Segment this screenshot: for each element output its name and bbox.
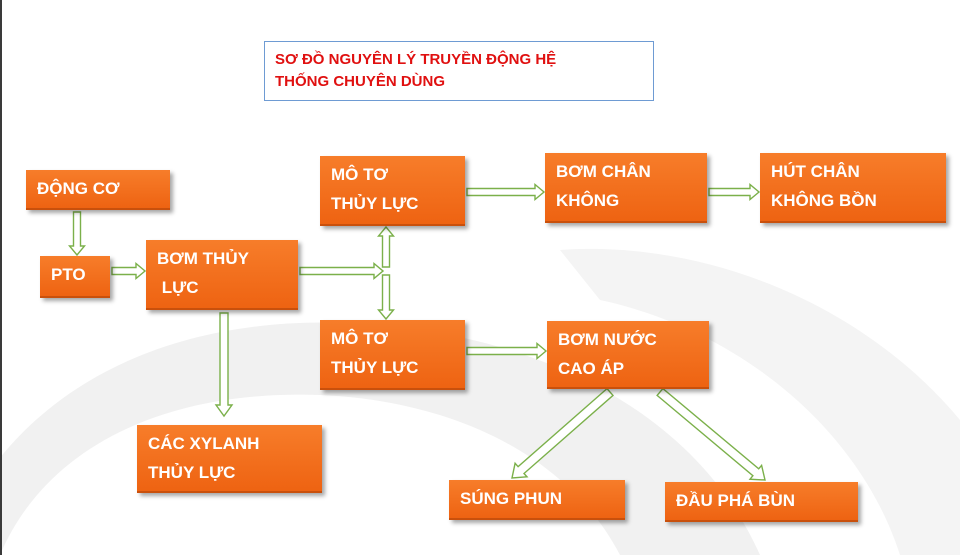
node-sung-phun: SÚNG PHUN — [449, 480, 625, 520]
node-hut-chan-khong-line-1: HÚT CHÂN — [771, 162, 860, 181]
node-mo-to-1: MÔ TƠ THỦY LỰC — [320, 156, 465, 226]
node-mo-to-2: MÔ TƠ THỦY LỰC — [320, 320, 465, 390]
arrow-mo-to-1-to-bom-chan-khong — [466, 183, 546, 201]
title-line-2: THỐNG CHUYÊN DÙNG — [275, 73, 446, 90]
node-xylanh: CÁC XYLANH THỦY LỰC — [137, 425, 322, 493]
title-line-1: SƠ ĐỒ NGUYÊN LÝ TRUYỀN ĐỘNG HỆ — [275, 51, 557, 68]
node-bom-thuy-luc: BƠM THỦY LỰC — [146, 240, 298, 310]
left-edge-line — [0, 0, 2, 555]
arrow-junction-to-mo-to-2 — [377, 274, 395, 321]
node-bom-nuoc: BƠM NƯỚC CAO ÁP — [547, 321, 709, 389]
node-xylanh-line-2: THỦY LỰC — [148, 463, 236, 482]
arrow-junction-to-mo-to-1 — [377, 225, 395, 268]
node-dau-pha-bun: ĐẦU PHÁ BÙN — [665, 482, 858, 522]
node-bom-chan-khong-line-2: KHÔNG — [556, 191, 620, 210]
arrow-bom-chan-khong-to-hut — [708, 183, 761, 201]
node-sung-phun-line-1: SÚNG PHUN — [460, 489, 563, 508]
arrow-pto-to-bom-thuy-luc — [111, 262, 147, 280]
node-mo-to-2-line-2: THỦY LỰC — [331, 358, 419, 377]
arrow-bom-thuy-luc-to-xylanh — [214, 312, 234, 418]
arrow-dong-co-to-pto — [68, 211, 86, 257]
node-bom-thuy-luc-line-1: BƠM THỦY — [157, 249, 249, 268]
arrow-mo-to-2-to-bom-nuoc — [466, 342, 548, 360]
node-xylanh-line-1: CÁC XYLANH — [148, 434, 260, 453]
node-hut-chan-khong-line-2: KHÔNG BỒN — [771, 191, 877, 210]
node-bom-thuy-luc-line-2: LỰC — [157, 278, 199, 297]
diagram-title: SƠ ĐỒ NGUYÊN LÝ TRUYỀN ĐỘNG HỆ THỐNG CHU… — [264, 41, 654, 101]
node-bom-nuoc-line-1: BƠM NƯỚC — [558, 330, 657, 349]
node-bom-chan-khong-line-1: BƠM CHÂN — [556, 162, 651, 181]
node-mo-to-1-line-2: THỦY LỰC — [331, 194, 419, 213]
arrow-bom-nuoc-to-sung-phun — [511, 387, 614, 479]
node-hut-chan-khong: HÚT CHÂN KHÔNG BỒN — [760, 153, 946, 223]
node-dau-pha-bun-line-1: ĐẦU PHÁ BÙN — [676, 491, 795, 510]
node-pto: PTO — [40, 256, 110, 298]
node-bom-nuoc-line-2: CAO ÁP — [558, 359, 625, 378]
arrow-bom-nuoc-to-dau-pha-bun — [656, 387, 766, 481]
node-mo-to-2-line-1: MÔ TƠ — [331, 329, 388, 348]
node-pto-line-1: PTO — [51, 265, 86, 284]
node-dong-co: ĐỘNG CƠ — [26, 170, 170, 210]
node-dong-co-line-1: ĐỘNG CƠ — [37, 179, 120, 198]
node-mo-to-1-line-1: MÔ TƠ — [331, 165, 388, 184]
node-bom-chan-khong: BƠM CHÂN KHÔNG — [545, 153, 707, 223]
arrow-bom-thuy-luc-to-junction — [299, 262, 385, 280]
